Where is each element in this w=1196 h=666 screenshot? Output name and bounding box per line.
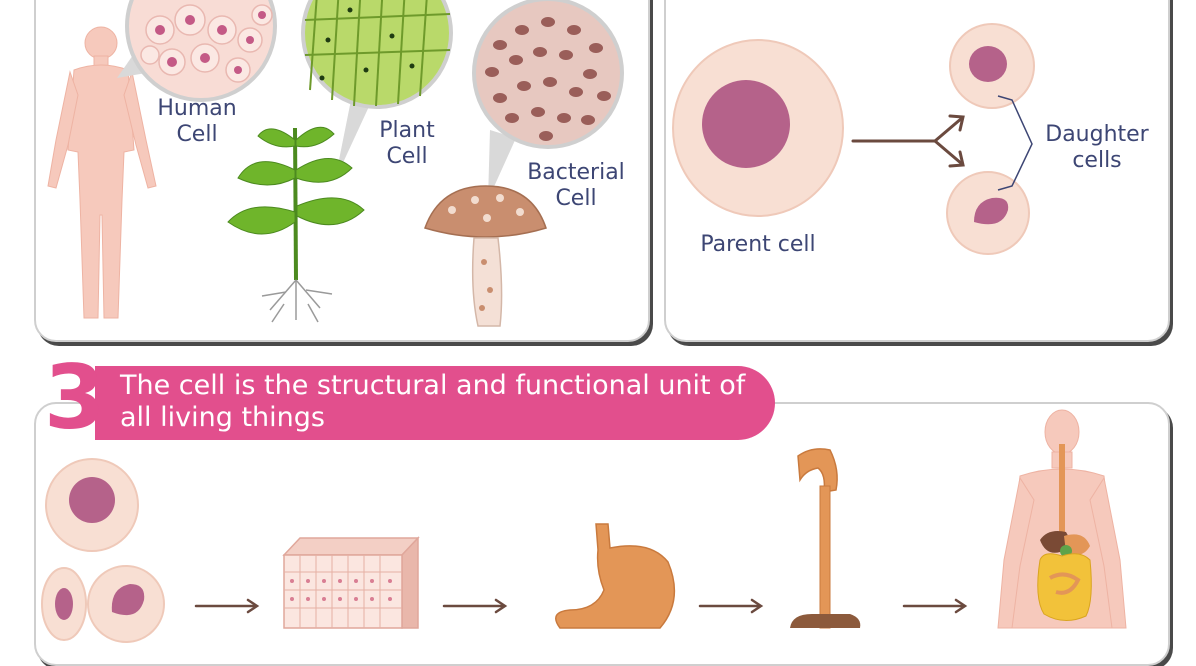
plant-cell-label: Plant Cell — [379, 118, 435, 169]
single-cell-icon — [45, 458, 139, 552]
human-cell-label: Human Cell — [157, 96, 237, 147]
section-3-title: The cell is the structural and functiona… — [120, 370, 746, 433]
daughter-cells-bracket-icon — [997, 95, 1033, 191]
bacterial-cell-circle-icon — [472, 0, 624, 149]
human-cell-circle-icon — [125, 0, 277, 102]
stomach-organ-icon — [555, 523, 676, 629]
plant-icon — [227, 126, 365, 323]
section-3-banner — [95, 366, 775, 440]
daughter-cells-label: Daughter cells — [1045, 122, 1149, 173]
parent-cell-label: Parent cell — [700, 232, 816, 257]
human-figure-icon — [47, 26, 157, 319]
digestive-system-icon — [790, 448, 861, 629]
plant-cell-circle-icon — [301, 0, 453, 109]
parent-cell-icon — [672, 39, 844, 217]
tissue-block-icon — [282, 536, 420, 629]
division-arrow-icon — [851, 114, 965, 168]
progression-arrows — [194, 598, 968, 614]
daughter-cell-bottom-icon — [946, 171, 1030, 255]
human-body-organs-icon — [997, 409, 1127, 629]
mushroom-icon — [424, 185, 547, 327]
daughter-cell-top-icon — [949, 23, 1035, 109]
section-3-number: 3 — [44, 346, 106, 449]
bacterial-cell-label: Bacterial Cell — [527, 160, 625, 211]
